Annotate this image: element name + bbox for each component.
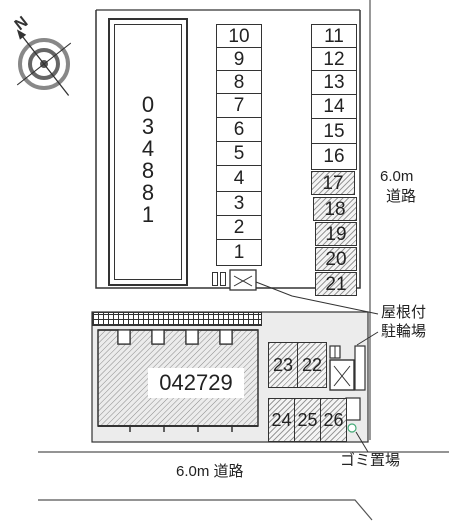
parking-slot: 14 xyxy=(311,94,357,119)
parking-slot: 16 xyxy=(311,143,357,170)
parking-slot: 23 xyxy=(268,342,298,388)
building-id-char: 1 xyxy=(141,202,155,227)
bike-parking-label-line1: 屋根付 xyxy=(381,304,427,321)
parking-slot: 26 xyxy=(320,398,347,442)
main-building-inner xyxy=(114,24,182,280)
parking-slot: 13 xyxy=(311,70,357,95)
parking-slot: 9 xyxy=(216,47,262,71)
parking-slot: 18 xyxy=(313,197,357,221)
annex-building-id: 042729 xyxy=(159,370,233,395)
road-south-label: 6.0m 道路 xyxy=(176,463,244,480)
parking-slot: 10 xyxy=(216,24,262,48)
annex-id-box xyxy=(148,368,244,398)
parking-slot: 19 xyxy=(315,222,357,246)
parking-slot: 7 xyxy=(216,93,262,118)
road-east-width: 6.0m xyxy=(380,168,414,185)
annex-roof-strip xyxy=(92,312,262,326)
building-id-char: 3 xyxy=(141,114,155,139)
parking-slot: 15 xyxy=(311,118,357,144)
parking-slot: 2 xyxy=(216,215,262,240)
parking-slot: 24 xyxy=(268,398,295,442)
road-east-name: 道路 xyxy=(386,188,417,205)
parking-slot: 25 xyxy=(294,398,321,442)
parking-slot: 17 xyxy=(311,171,355,195)
building-id-char: 8 xyxy=(141,158,155,183)
parking-slot: 6 xyxy=(216,117,262,142)
meter-box xyxy=(212,272,218,286)
building-id-char: 0 xyxy=(141,92,155,117)
meter-box xyxy=(220,272,226,286)
bike-parking-label-line2: 駐輪場 xyxy=(381,323,427,340)
parking-slot: 22 xyxy=(297,342,327,388)
garbage-area-label: ゴミ置場 xyxy=(340,452,401,469)
parking-slot: 20 xyxy=(315,247,357,271)
parking-slot: 1 xyxy=(216,239,262,266)
main-building-id: 0 3 4 8 8 1 xyxy=(114,94,182,226)
building-id-char: 8 xyxy=(141,180,155,205)
building-id-char: 4 xyxy=(141,136,155,161)
parking-slot: 21 xyxy=(315,272,357,296)
